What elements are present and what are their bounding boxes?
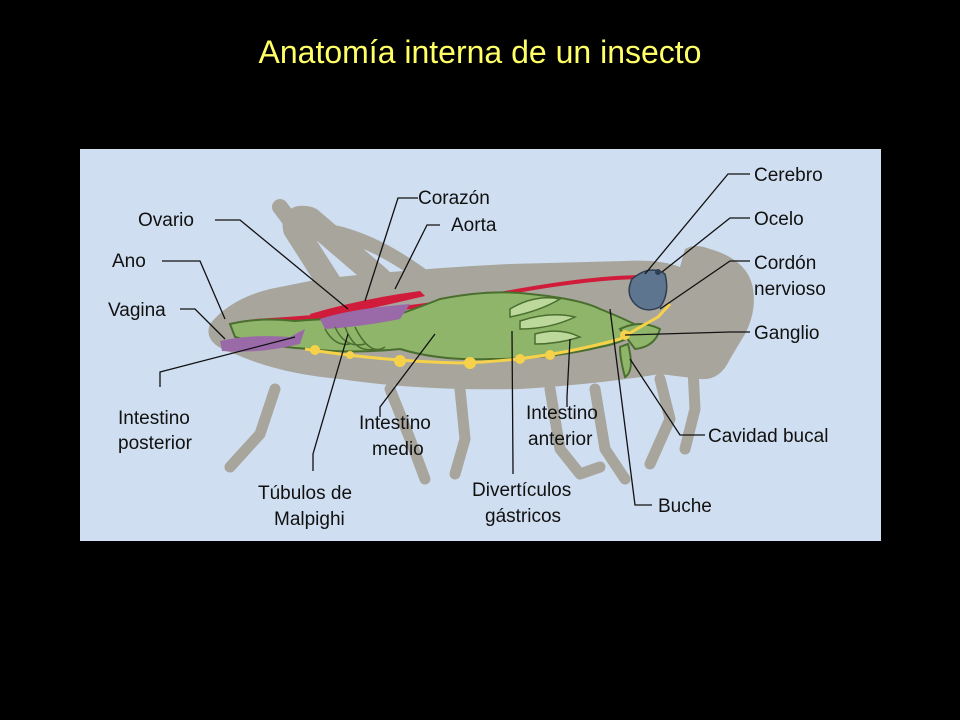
label-intestino-medio-2: medio [372, 439, 424, 460]
label-cerebro: Cerebro [754, 165, 823, 186]
label-intestino-posterior-1: Intestino [118, 408, 190, 429]
label-ano: Ano [112, 251, 146, 272]
hind-leg-tibia [272, 199, 303, 235]
label-aorta: Aorta [451, 215, 497, 236]
slide-title: Anatomía interna de un insecto [258, 34, 702, 70]
label-corazon: Corazón [418, 188, 490, 209]
label-intestino-medio-1: Intestino [359, 413, 431, 434]
mouth-cavity [618, 342, 632, 379]
label-cordon-2: nervioso [754, 279, 826, 300]
leg-mid [449, 383, 471, 480]
vagina [220, 329, 305, 352]
ocellus [655, 269, 661, 275]
brain [628, 269, 668, 311]
label-cordon-1: Cordón [754, 253, 816, 274]
malpighian-tubules [324, 326, 386, 351]
heart [310, 291, 425, 321]
label-diverticulos-1: Divertículos [472, 480, 571, 501]
label-tubulos-1: Túbulos de [258, 483, 352, 504]
label-ovario: Ovario [138, 210, 194, 231]
labels: Ovario Ano Vagina Intestino posterior Co… [108, 165, 828, 530]
gastric-caeca [509, 297, 582, 345]
label-buche: Buche [658, 496, 712, 517]
label-vagina: Vagina [108, 300, 166, 321]
leader-lines [159, 173, 750, 506]
label-intestino-posterior-2: posterior [118, 433, 193, 454]
label-cavidad-bucal: Cavidad bucal [708, 426, 828, 447]
label-tubulos-2: Malpighi [274, 509, 345, 530]
label-diverticulos-2: gástricos [485, 506, 561, 527]
leg-middle [544, 383, 606, 480]
label-ganglio: Ganglio [754, 323, 820, 344]
crop [618, 323, 662, 351]
insect-diagram: Ovario Ano Vagina Intestino posterior Co… [108, 165, 828, 530]
label-intestino-anterior-1: Intestino [526, 403, 598, 424]
ovary [320, 304, 410, 329]
label-ocelo: Ocelo [754, 209, 804, 230]
legs [224, 199, 701, 485]
ganglia [310, 330, 630, 369]
leg-front-right [644, 373, 676, 470]
leg-rear [224, 383, 281, 473]
leg-front [589, 383, 631, 485]
label-intestino-anterior-2: anterior [528, 429, 593, 450]
diagram-panel: Ovario Ano Vagina Intestino posterior Co… [80, 149, 881, 541]
leg-mid-left [384, 383, 431, 485]
